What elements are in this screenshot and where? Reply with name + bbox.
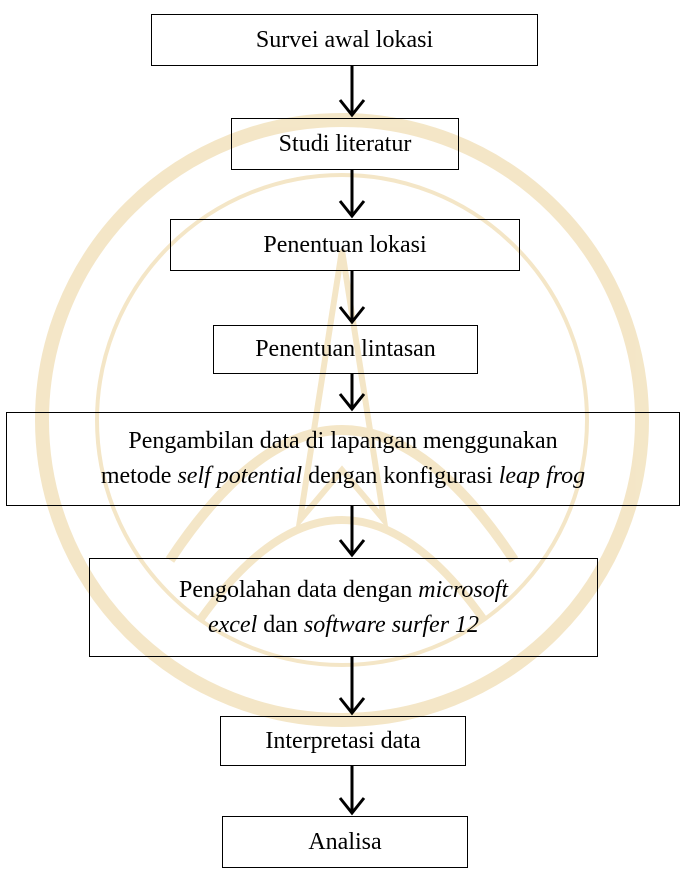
step-label-line1: Pengolahan data dengan microsoft xyxy=(178,576,509,603)
step-interpretasi-data: Interpretasi data xyxy=(220,716,466,766)
arrow-down-icon xyxy=(338,170,366,219)
arrow-down-icon xyxy=(338,271,366,325)
step-label: Interpretasi data xyxy=(265,727,421,754)
arrow-down-icon xyxy=(338,374,366,412)
step-label: Survei awal lokasi xyxy=(255,26,434,53)
step-label-line1: Pengambilan data di lapangan menggunakan xyxy=(128,428,558,454)
step-analisa: Analisa xyxy=(222,816,468,868)
step-pengambilan-data: Pengambilan data di lapangan menggunakan… xyxy=(6,412,680,506)
arrow-down-icon xyxy=(338,766,366,816)
step-penentuan-lokasi: Penentuan lokasi xyxy=(170,219,520,271)
arrow-down-icon xyxy=(338,66,366,118)
step-survei-awal-lokasi: Survei awal lokasi xyxy=(151,14,538,66)
step-label: Studi literatur xyxy=(278,130,412,157)
step-pengolahan-data: Pengolahan data dengan microsoft excel d… xyxy=(89,558,598,657)
step-label-line2: metode self potential dengan konfigurasi… xyxy=(100,463,586,489)
arrow-down-icon xyxy=(338,657,366,716)
step-label-line2: excel dan software surfer 12 xyxy=(207,611,480,638)
step-penentuan-lintasan: Penentuan lintasan xyxy=(213,325,478,374)
step-label: Penentuan lokasi xyxy=(263,231,427,258)
arrow-down-icon xyxy=(338,506,366,558)
step-label: Analisa xyxy=(308,828,382,855)
step-label: Penentuan lintasan xyxy=(255,336,436,362)
step-studi-literatur: Studi literatur xyxy=(231,118,459,170)
